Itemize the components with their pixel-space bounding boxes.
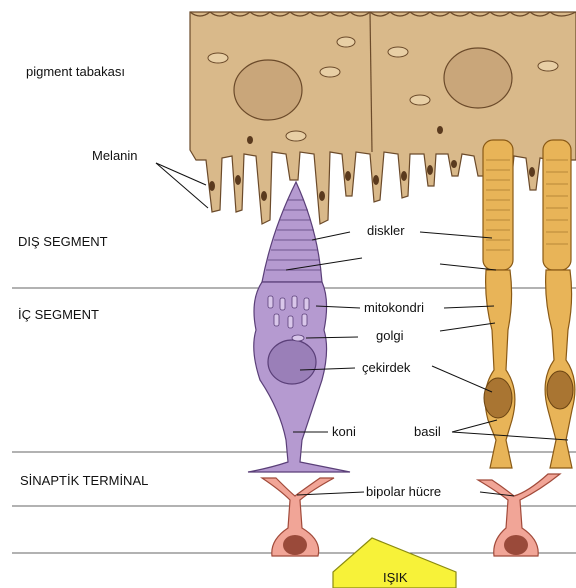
melanin-granule	[427, 165, 433, 175]
label-rod: basil	[414, 424, 441, 439]
bipolar-nucleus	[504, 535, 528, 555]
pigment-mitochondrion	[388, 47, 408, 57]
pigment-mitochondrion	[208, 53, 228, 63]
melanin-granule	[345, 171, 351, 181]
label-discs: diskler	[367, 223, 405, 238]
melanin-granule	[319, 191, 325, 201]
rod-cell-1	[483, 140, 515, 468]
label-inner-segment: İÇ SEGMENT	[18, 307, 99, 322]
rod-inner-segment	[485, 270, 515, 468]
label-light: IŞIK	[383, 570, 408, 585]
cone-nucleus	[268, 340, 316, 384]
label-cone: koni	[332, 424, 356, 439]
label-nucleus: çekirdek	[362, 360, 411, 375]
melanin-granule	[373, 175, 379, 185]
rod-nucleus	[484, 378, 512, 418]
label-pigment-layer: pigment tabakası	[26, 64, 125, 79]
rod-cell-2	[543, 140, 575, 468]
melanin-granule	[437, 126, 443, 134]
melanin-granule	[529, 167, 535, 177]
melanin-granule	[235, 175, 241, 185]
pigment-mitochondrion	[410, 95, 430, 105]
pigment-mitochondrion	[320, 67, 340, 77]
melanin-granule	[209, 181, 215, 191]
cone-golgi	[292, 335, 304, 341]
pigment-mitochondrion	[286, 131, 306, 141]
rod-outer-segment	[483, 140, 513, 270]
melanin-granule	[401, 171, 407, 181]
pigment-mitochondrion	[538, 61, 558, 71]
rod-nucleus	[547, 371, 573, 409]
pigment-nucleus-left	[234, 60, 302, 120]
pigment-cells	[190, 12, 576, 224]
label-bipolar-cell: bipolar hücre	[366, 484, 441, 499]
label-outer-segment: DIŞ SEGMENT	[18, 234, 108, 249]
pigment-nucleus-right	[444, 48, 512, 108]
melanin-granule	[451, 160, 457, 168]
pigment-mitochondrion	[337, 37, 355, 47]
pigment-epithelium	[190, 12, 576, 224]
label-mitochondria: mitokondri	[364, 300, 424, 315]
bipolar-nucleus	[283, 535, 307, 555]
melanin-granule	[247, 136, 253, 144]
label-melanin: Melanin	[92, 148, 138, 163]
rod-outer-segment	[543, 140, 571, 270]
label-synaptic-terminal: SİNAPTİK TERMİNAL	[20, 473, 148, 488]
melanin-granule	[261, 191, 267, 201]
label-golgi: golgi	[376, 328, 404, 343]
